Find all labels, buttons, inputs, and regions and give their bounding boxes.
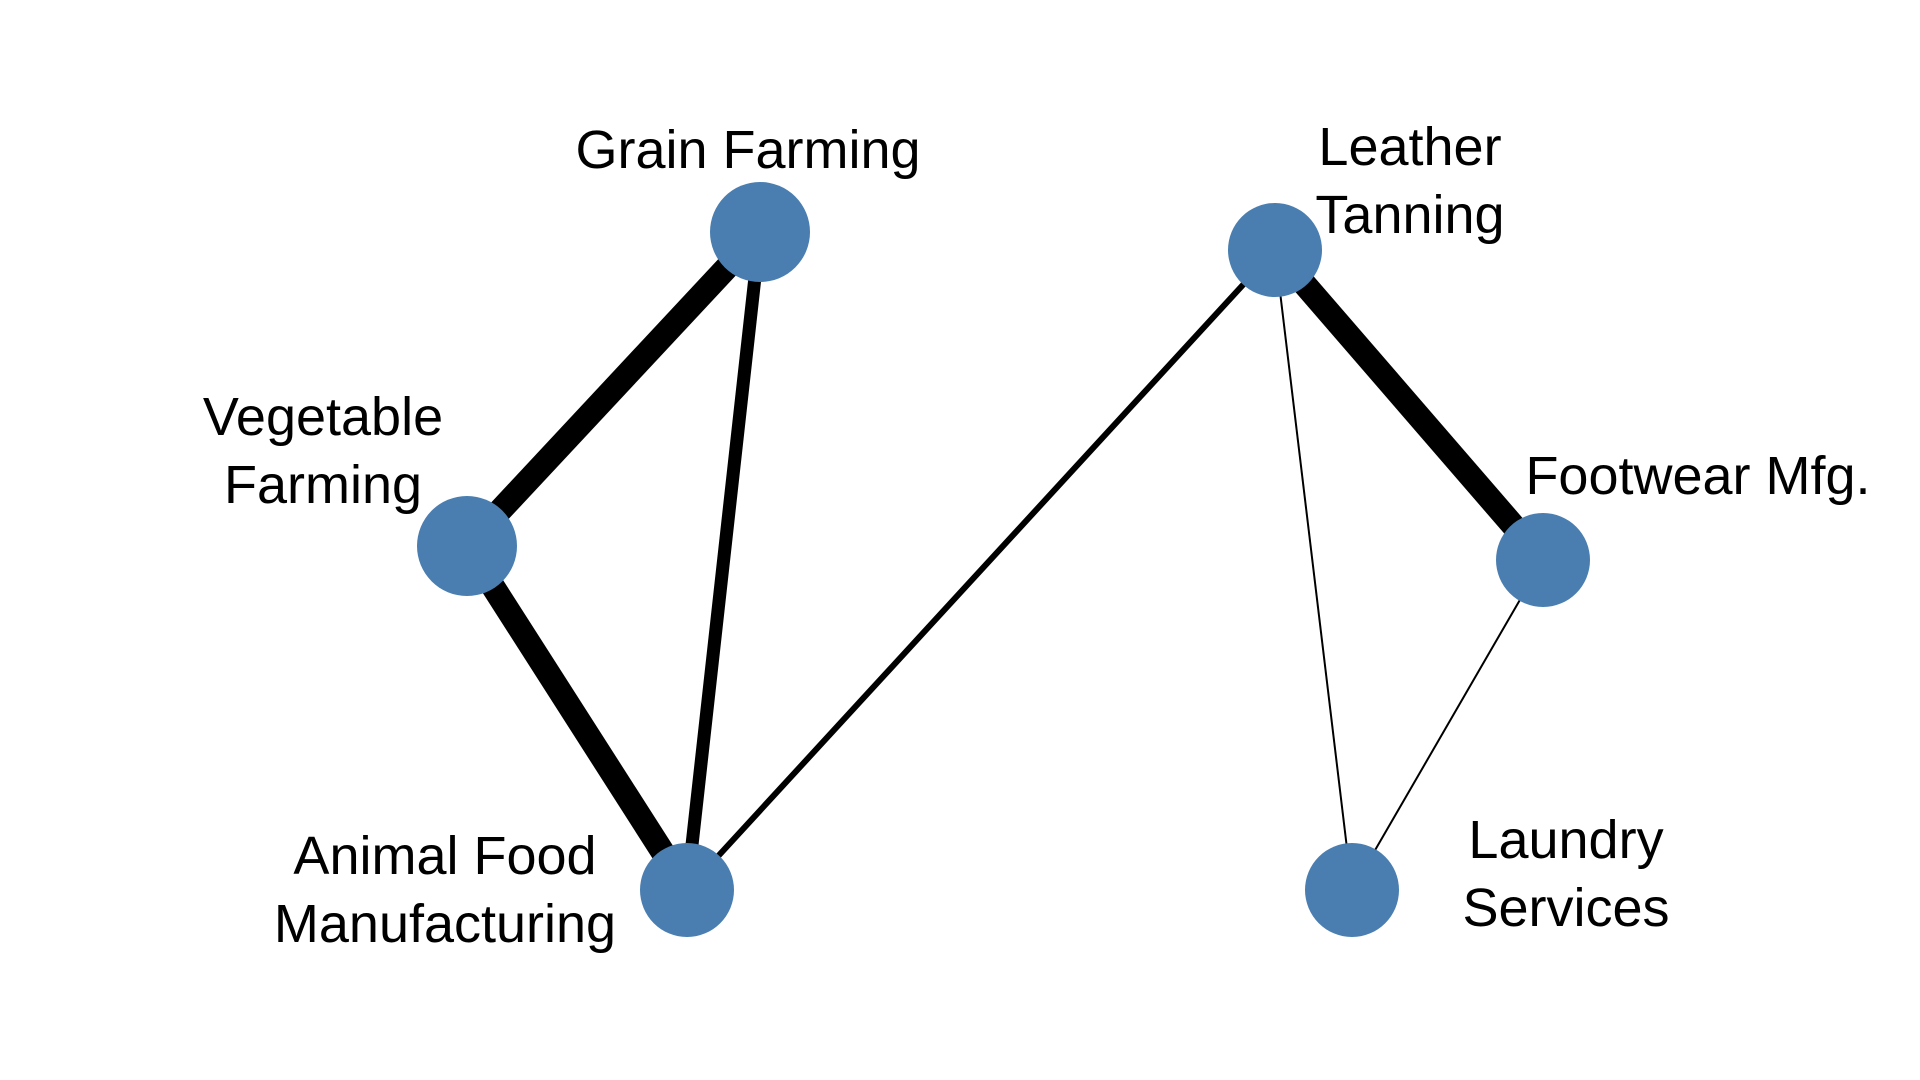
node-label-footwear: Footwear Mfg. [1525, 446, 1870, 506]
edge-footwear-laundry [1351, 559, 1544, 891]
edge-vegetable-animal [456, 539, 698, 897]
edge-leather-laundry [1274, 249, 1353, 891]
node-label-line: Tanning [1315, 185, 1504, 245]
node-animal [640, 843, 734, 937]
node-label-line: Animal Food [293, 826, 596, 886]
node-label-grain: Grain Farming [575, 120, 920, 180]
node-leather [1228, 203, 1322, 297]
node-label-line: Farming [224, 455, 422, 515]
edge-grain-vegetable [458, 223, 769, 555]
node-label-line: Services [1462, 878, 1669, 938]
node-label-line: Leather [1318, 117, 1501, 177]
node-label-line: Manufacturing [274, 894, 616, 954]
node-label-line: Laundry [1468, 810, 1663, 870]
nodes-layer [417, 182, 1590, 937]
node-footwear [1496, 513, 1590, 607]
edges-layer [456, 223, 1553, 897]
edge-leather-footwear [1265, 242, 1553, 568]
node-laundry [1305, 843, 1399, 937]
edge-grain-animal [680, 231, 767, 891]
node-vegetable [417, 496, 517, 596]
node-label-line: Grain Farming [575, 120, 920, 180]
node-label-line: Vegetable [203, 387, 443, 447]
edge-animal-leather [684, 247, 1278, 893]
node-grain [710, 182, 810, 282]
node-label-line: Footwear Mfg. [1525, 446, 1870, 506]
